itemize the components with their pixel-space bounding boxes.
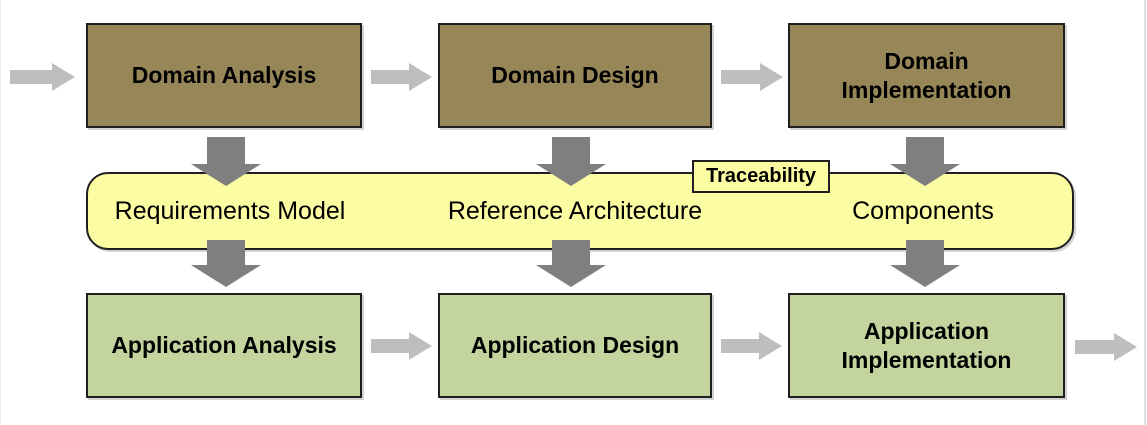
application-design-label: Application Design [470, 332, 680, 359]
application-analysis-box: Application Analysis [86, 293, 362, 398]
page-right-edge [1144, 0, 1146, 425]
domain-design-to-implementation-arrow-right-icon [721, 63, 783, 91]
application-analysis-to-design-arrow-right-icon [371, 332, 432, 360]
application-implementation-box: Application Implementation [788, 293, 1065, 398]
domain-implementation-label: Domain Implementation [841, 47, 1012, 103]
application-design-box: Application Design [438, 293, 712, 398]
band-to-application-design-arrow-down-icon [536, 240, 606, 287]
band-to-application-analysis-arrow-down-icon [191, 240, 261, 287]
domain-design-to-band-arrow-down-icon [536, 137, 606, 186]
domain-implementation-box: Domain Implementation [788, 23, 1065, 128]
exit-arrow-right-icon [1075, 333, 1137, 361]
domain-analysis-to-design-arrow-right-icon [371, 63, 432, 91]
application-implementation-label: Application Implementation [841, 317, 1012, 373]
band-to-application-implementation-arrow-down-icon [890, 240, 960, 287]
entry-arrow-right-icon [10, 63, 75, 91]
traceability-label: Traceability [692, 160, 830, 193]
domain-analysis-box: Domain Analysis [86, 23, 362, 128]
requirements-model-label: Requirements Model [114, 196, 346, 225]
domain-design-box: Domain Design [438, 23, 712, 128]
domain-design-label: Domain Design [491, 62, 659, 89]
reference-architecture-label: Reference Architecture [447, 196, 703, 225]
domain-analysis-label: Domain Analysis [131, 62, 317, 89]
domain-analysis-to-band-arrow-down-icon [191, 137, 261, 186]
traceability-text: Traceability [705, 165, 817, 187]
application-design-to-implementation-arrow-right-icon [721, 332, 782, 360]
page-left-edge [0, 0, 1, 425]
domain-implementation-to-band-arrow-down-icon [890, 137, 960, 186]
application-analysis-label: Application Analysis [111, 332, 337, 359]
components-label: Components [852, 196, 994, 225]
